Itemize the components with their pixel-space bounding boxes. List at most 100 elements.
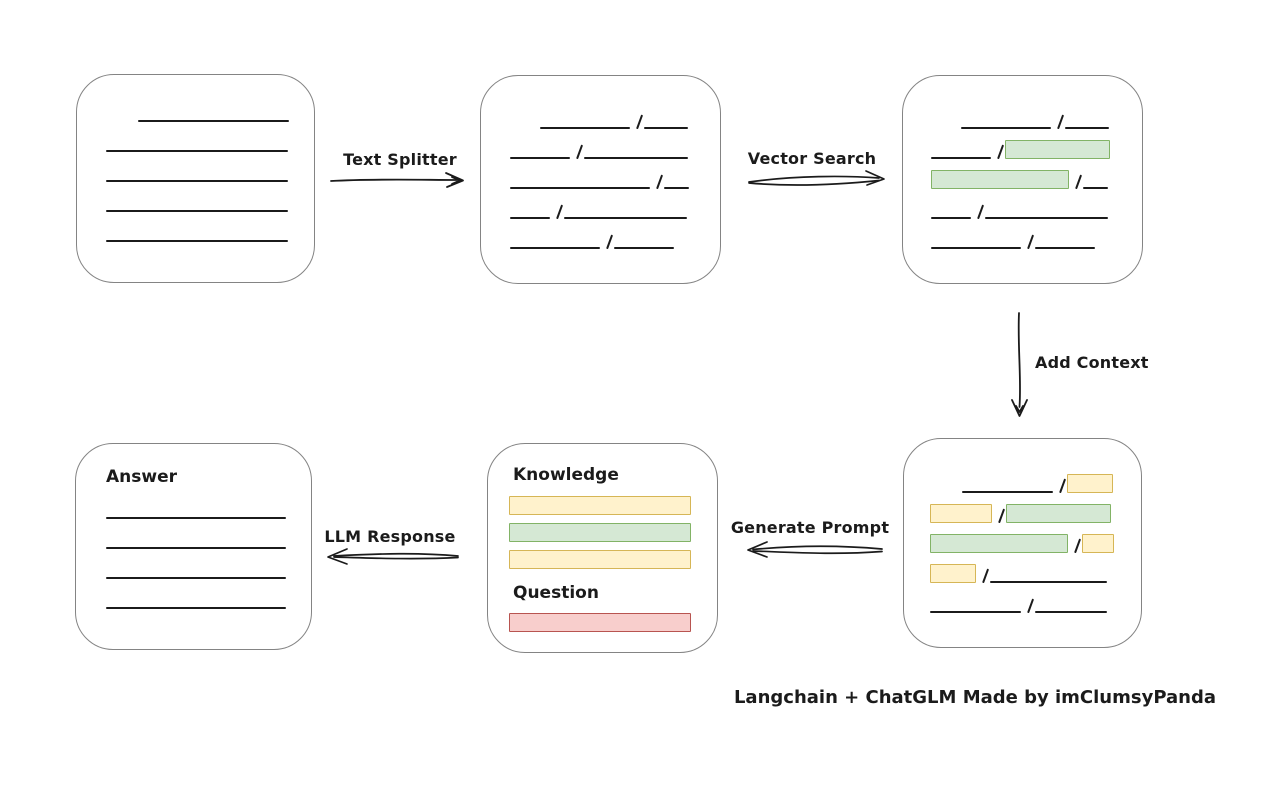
chunk-row xyxy=(510,129,689,160)
chunk-row xyxy=(510,189,689,220)
add-context-label: Add Context xyxy=(1035,353,1149,372)
text-line xyxy=(540,127,630,129)
text-line xyxy=(1065,127,1110,129)
green-chunk-bar xyxy=(509,523,691,542)
chunk-row xyxy=(931,159,1110,190)
slash-separator xyxy=(998,508,1006,524)
text-line xyxy=(564,217,688,219)
diagram-caption: Langchain + ChatGLM Made by imClumsyPand… xyxy=(733,687,1217,708)
chunk-row xyxy=(510,219,689,250)
context-chunks-box xyxy=(903,438,1142,648)
text-line xyxy=(644,127,689,129)
chunk-row xyxy=(930,493,1114,524)
chunk-row xyxy=(540,99,689,130)
knowledge-label: Knowledge xyxy=(513,465,619,485)
yellow-chunk-bar xyxy=(930,564,976,583)
text-line xyxy=(138,120,289,122)
text-line xyxy=(614,247,675,249)
question-label: Question xyxy=(513,583,599,603)
text-line xyxy=(985,217,1109,219)
slash-separator xyxy=(606,234,614,250)
chunk-row xyxy=(930,523,1115,554)
green-chunk-bar xyxy=(1006,504,1112,523)
red-chunk-bar xyxy=(509,613,691,632)
text-line xyxy=(990,581,1108,583)
slash-separator xyxy=(1074,538,1082,554)
chunk-rows xyxy=(510,99,690,250)
chunk-row xyxy=(931,219,1110,250)
text-line xyxy=(962,491,1053,493)
slash-separator xyxy=(1057,114,1065,130)
text-line xyxy=(106,240,288,242)
answer-label: Answer xyxy=(106,467,177,487)
slash-separator xyxy=(1075,174,1083,190)
yellow-chunk-bar xyxy=(1082,534,1115,553)
llm-response-label: LLM Response xyxy=(324,527,456,546)
text-line xyxy=(510,247,600,249)
green-chunk-bar xyxy=(1005,140,1111,159)
slash-separator xyxy=(1059,478,1067,494)
yellow-chunk-bar xyxy=(1067,474,1114,493)
text-line xyxy=(106,150,288,152)
prompt-box: Knowledge Question xyxy=(487,443,718,653)
slash-separator xyxy=(977,204,985,220)
split-chunks-box xyxy=(480,75,721,284)
slash-separator xyxy=(556,204,564,220)
llm-response-arrow xyxy=(327,548,459,565)
chunk-row xyxy=(931,129,1111,160)
text-line xyxy=(1035,247,1096,249)
yellow-chunk-bar xyxy=(509,496,691,515)
vector-search-label: Vector Search xyxy=(747,149,877,168)
slash-separator xyxy=(982,568,990,584)
text-line xyxy=(106,577,286,579)
source-document-box xyxy=(76,74,315,283)
text-line xyxy=(930,611,1021,613)
text-line xyxy=(510,157,570,159)
text-line xyxy=(961,127,1051,129)
generate-prompt-label: Generate Prompt xyxy=(730,518,890,537)
retrieved-rows xyxy=(931,99,1111,250)
chunk-row xyxy=(930,553,1114,584)
text-line xyxy=(664,187,690,189)
text-line xyxy=(106,180,288,182)
document-lines xyxy=(106,120,289,270)
slash-separator xyxy=(656,174,664,190)
chunk-row xyxy=(930,583,1114,614)
text-line xyxy=(931,217,971,219)
chunk-row xyxy=(931,189,1110,220)
answer-box: Answer xyxy=(75,443,312,650)
slash-separator xyxy=(636,114,644,130)
text-splitter-arrow xyxy=(330,172,464,188)
chunk-row xyxy=(961,99,1110,130)
slash-separator xyxy=(1027,234,1035,250)
text-line xyxy=(106,547,286,549)
add-context-arrow xyxy=(1011,312,1028,417)
text-line xyxy=(584,157,689,159)
chunk-row xyxy=(962,463,1114,494)
text-line xyxy=(931,247,1021,249)
generate-prompt-arrow xyxy=(747,541,883,558)
retrieved-chunks-box xyxy=(902,75,1143,284)
slash-separator xyxy=(576,144,584,160)
slash-separator xyxy=(997,144,1005,160)
answer-lines xyxy=(106,517,286,637)
chunk-row xyxy=(510,159,690,190)
text-line xyxy=(510,187,650,189)
text-line xyxy=(510,217,550,219)
question-bars xyxy=(509,613,691,640)
green-chunk-bar xyxy=(930,534,1068,553)
slash-separator xyxy=(1027,598,1035,614)
text-line xyxy=(1035,611,1108,613)
text-line xyxy=(106,607,286,609)
knowledge-bars xyxy=(509,496,691,577)
text-line xyxy=(106,517,286,519)
context-rows xyxy=(930,463,1115,614)
yellow-chunk-bar xyxy=(509,550,691,569)
text-line xyxy=(106,210,288,212)
text-splitter-label: Text Splitter xyxy=(343,150,457,169)
text-line xyxy=(1083,187,1109,189)
text-line xyxy=(931,157,991,159)
yellow-chunk-bar xyxy=(930,504,992,523)
green-chunk-bar xyxy=(931,170,1069,189)
